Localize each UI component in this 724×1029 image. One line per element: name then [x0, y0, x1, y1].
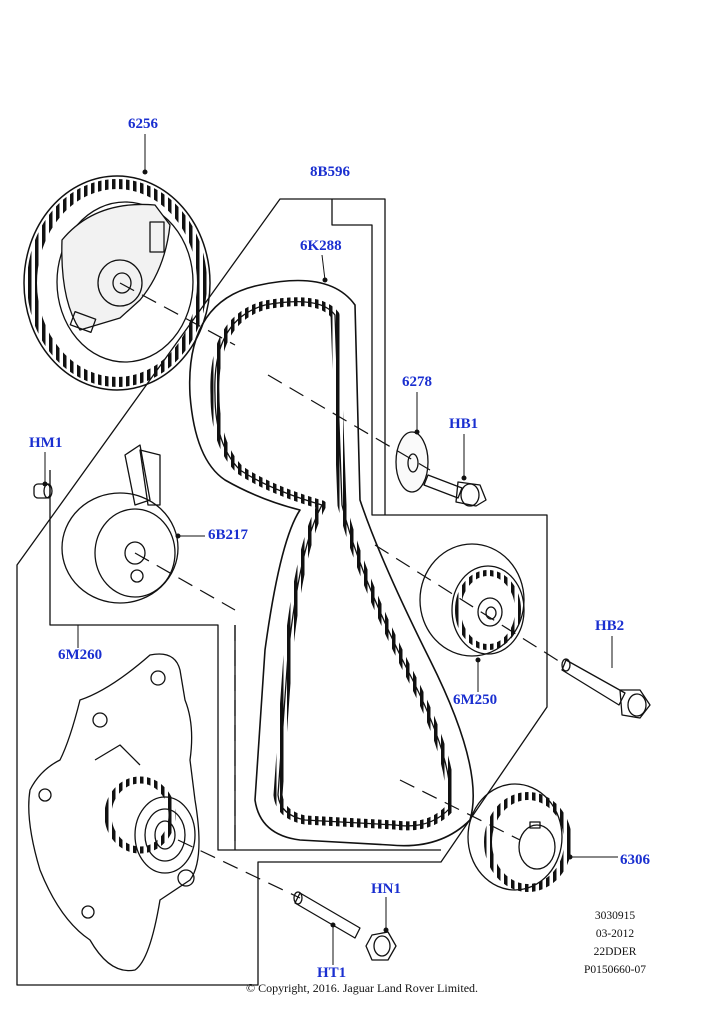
- bolt-HB2: [561, 658, 651, 719]
- camshaft-sprocket-6256: [23, 175, 211, 391]
- kit-outline-8B596: [16, 198, 548, 986]
- water-pump-6M260: [28, 653, 200, 972]
- reference-line-4: P0150660-07: [584, 964, 646, 976]
- dowel-HM1: [33, 483, 53, 499]
- bolt-HB1: [423, 474, 487, 507]
- washer-6278: [395, 431, 429, 493]
- callout-6306: 6306: [620, 852, 650, 868]
- kit-outline-6M260: [49, 470, 441, 851]
- callout-6M250: 6M250: [453, 692, 498, 708]
- reference-line-3: 22DDER: [593, 946, 637, 958]
- reference-line-2: 03-2012: [595, 928, 635, 940]
- callout-HB2: HB2: [595, 618, 625, 634]
- leader-lines: [44, 134, 618, 965]
- kit-outline-8B596-upper: [332, 198, 386, 515]
- callout-6256: 6256: [128, 116, 158, 132]
- crankshaft-sprocket-6306: [467, 783, 572, 892]
- callout-6M260: 6M260: [58, 647, 103, 663]
- reference-line-1: 3030915: [594, 910, 636, 922]
- tensioner-6B217: [61, 444, 179, 604]
- callout-HM1: HM1: [29, 435, 63, 451]
- leader-dots: [42, 169, 573, 933]
- callout-8B596: 8B596: [310, 164, 351, 180]
- callout-6B217: 6B217: [208, 527, 249, 543]
- assembly-axes: [119, 282, 566, 899]
- timing-belt-6K288: [188, 279, 475, 847]
- callout-HB1: HB1: [449, 416, 479, 432]
- stud-HT1: [293, 891, 361, 939]
- callout-HT1: HT1: [317, 965, 347, 981]
- reference-block: 3030915 03-2012 22DDER P0150660-07: [575, 907, 655, 979]
- callout-6278: 6278: [402, 374, 432, 390]
- nut-HN1: [365, 931, 397, 961]
- callout-6K288: 6K288: [300, 238, 342, 254]
- copyright-notice: © Copyright, 2016. Jaguar Land Rover Lim…: [245, 981, 479, 995]
- callout-HN1: HN1: [371, 881, 401, 897]
- idler-pulley-6M250: [419, 543, 525, 657]
